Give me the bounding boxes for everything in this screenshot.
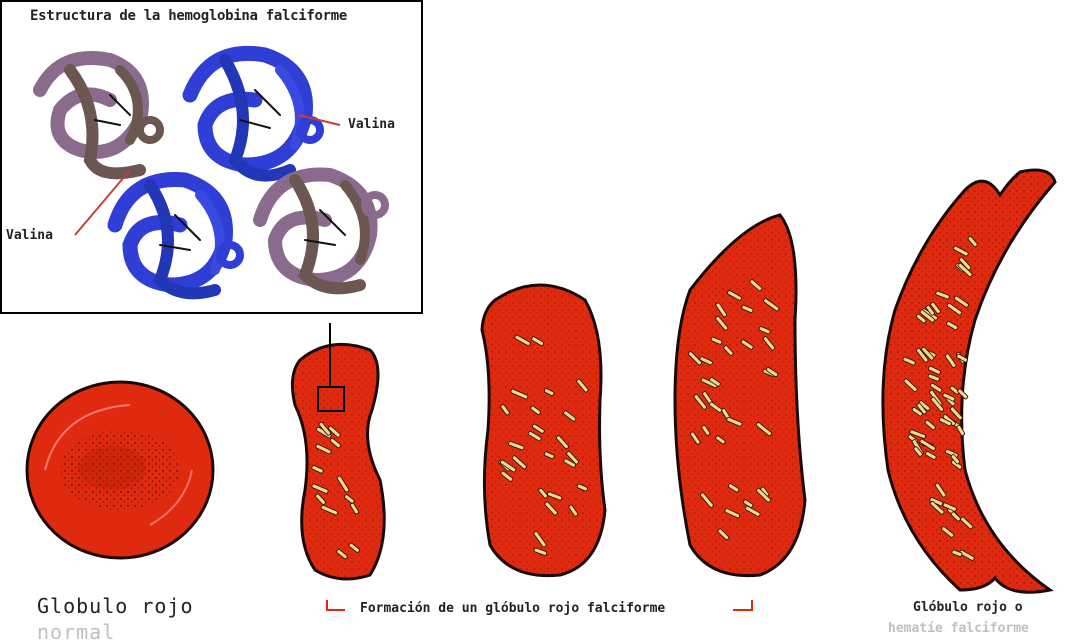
normal-cell-label-line2: normal bbox=[37, 620, 115, 644]
sickling-cell-stage-1 bbox=[292, 344, 384, 579]
globin-chain-top-left bbox=[40, 58, 160, 173]
globin-chain-bottom-left bbox=[115, 180, 240, 294]
sickle-cell-label: Glóbulo rojo o bbox=[913, 600, 1023, 615]
globin-chain-top-right bbox=[190, 53, 320, 175]
globin-chain-bottom-right bbox=[260, 175, 385, 289]
sickle-cell-label-line2: hematíe falciforme bbox=[888, 621, 1029, 636]
hemoglobin-molecule bbox=[0, 0, 419, 310]
valina-label-right: Valina bbox=[348, 117, 395, 132]
normal-red-cell bbox=[27, 382, 213, 558]
formation-label: Formación de un glóbulo rojo falciforme bbox=[360, 601, 665, 616]
bracket-right bbox=[733, 600, 752, 610]
bracket-left bbox=[327, 600, 345, 610]
valina-label-left: Valina bbox=[6, 228, 53, 243]
hemoglobin-inset: Estructura de la hemoglobina falciforme bbox=[0, 0, 423, 314]
normal-cell-label: Globulo rojo bbox=[37, 594, 194, 618]
